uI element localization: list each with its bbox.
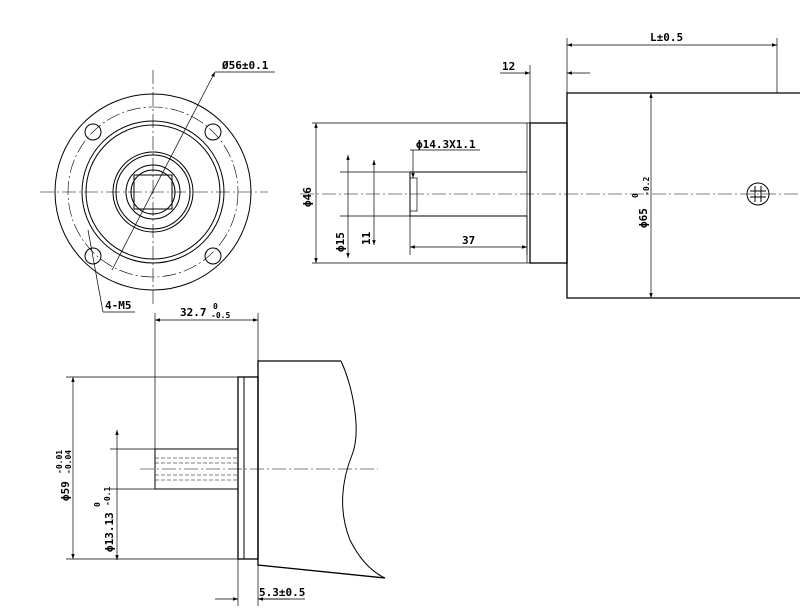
gear-shaft bbox=[154, 448, 239, 490]
mount-hole-tl bbox=[84, 123, 102, 141]
motor-dia-label: ϕ65 bbox=[637, 208, 650, 228]
motor-body bbox=[566, 92, 800, 299]
shaft-flat-label: ϕ15 bbox=[334, 232, 347, 252]
flange-inner-circle-2 bbox=[85, 124, 221, 260]
motor-dia-tol-lo: -0.2 bbox=[642, 177, 651, 196]
gear-shaft-dia-tol-up: 0 bbox=[93, 502, 102, 507]
gear-shaft-length-label: 32.7 bbox=[180, 306, 207, 319]
gear-view: 32.7 0 -0.5 ϕ59 -0.01 -0.04 ϕ13.13 0 -0.… bbox=[55, 302, 386, 606]
mount-hole-bl bbox=[84, 247, 102, 265]
holes-label: 4-M5 bbox=[105, 299, 132, 312]
shaft-flat-circle bbox=[130, 169, 176, 215]
bolt-circle-label: Ø56±0.1 bbox=[221, 59, 269, 72]
bolt-circle bbox=[67, 106, 239, 278]
boss-outer-circle bbox=[112, 151, 194, 233]
shaft-circle bbox=[125, 164, 181, 220]
gear-dia-tol-lo: -0.04 bbox=[64, 450, 73, 474]
screw-head bbox=[746, 182, 770, 206]
shaft-flat-square bbox=[133, 174, 173, 210]
flat-width-label: 11 bbox=[360, 231, 373, 245]
gear-dia-tol-up: -0.01 bbox=[55, 450, 64, 474]
side-view: L±0.5 12 ϕ46 ϕ15 11 ϕ14.3X1.1 37 ϕ65 0 -… bbox=[300, 31, 800, 299]
gear-shaft-length-tol-up: 0 bbox=[213, 302, 218, 311]
length-label: L±0.5 bbox=[650, 31, 683, 44]
front-view: Ø56±0.1 4-M5 bbox=[40, 59, 275, 313]
shaft-flat-step bbox=[409, 177, 418, 212]
bolt-circle-leader bbox=[111, 71, 216, 271]
gear-shaft-length-tol-lo: -0.5 bbox=[211, 311, 230, 320]
gear-shaft-dia-tol-lo: -0.1 bbox=[103, 487, 112, 506]
boss-inner-circle bbox=[115, 154, 191, 230]
flange-outer-circle bbox=[54, 93, 252, 291]
flange-inner-circle bbox=[81, 120, 225, 264]
holes-leader bbox=[87, 229, 104, 313]
gear-dia-label: ϕ59 bbox=[59, 481, 72, 501]
gearbox-break-line bbox=[340, 360, 386, 579]
motor-dia-tol-up: 0 bbox=[631, 193, 640, 198]
shoulder-label: 5.3±0.5 bbox=[259, 586, 305, 599]
shaft-length-label: 37 bbox=[462, 234, 475, 247]
flange-thk-label: 12 bbox=[502, 60, 515, 73]
gearbox-outline bbox=[257, 360, 386, 579]
gear-flange bbox=[237, 376, 259, 560]
mount-hole-br bbox=[204, 247, 222, 265]
shaft-dia-label: ϕ14.3X1.1 bbox=[416, 138, 476, 151]
boss-label: ϕ46 bbox=[301, 187, 314, 207]
gear-shaft-dia-label: ϕ13.13 bbox=[103, 512, 116, 552]
mount-hole-tr bbox=[204, 123, 222, 141]
flange-side bbox=[529, 122, 568, 264]
